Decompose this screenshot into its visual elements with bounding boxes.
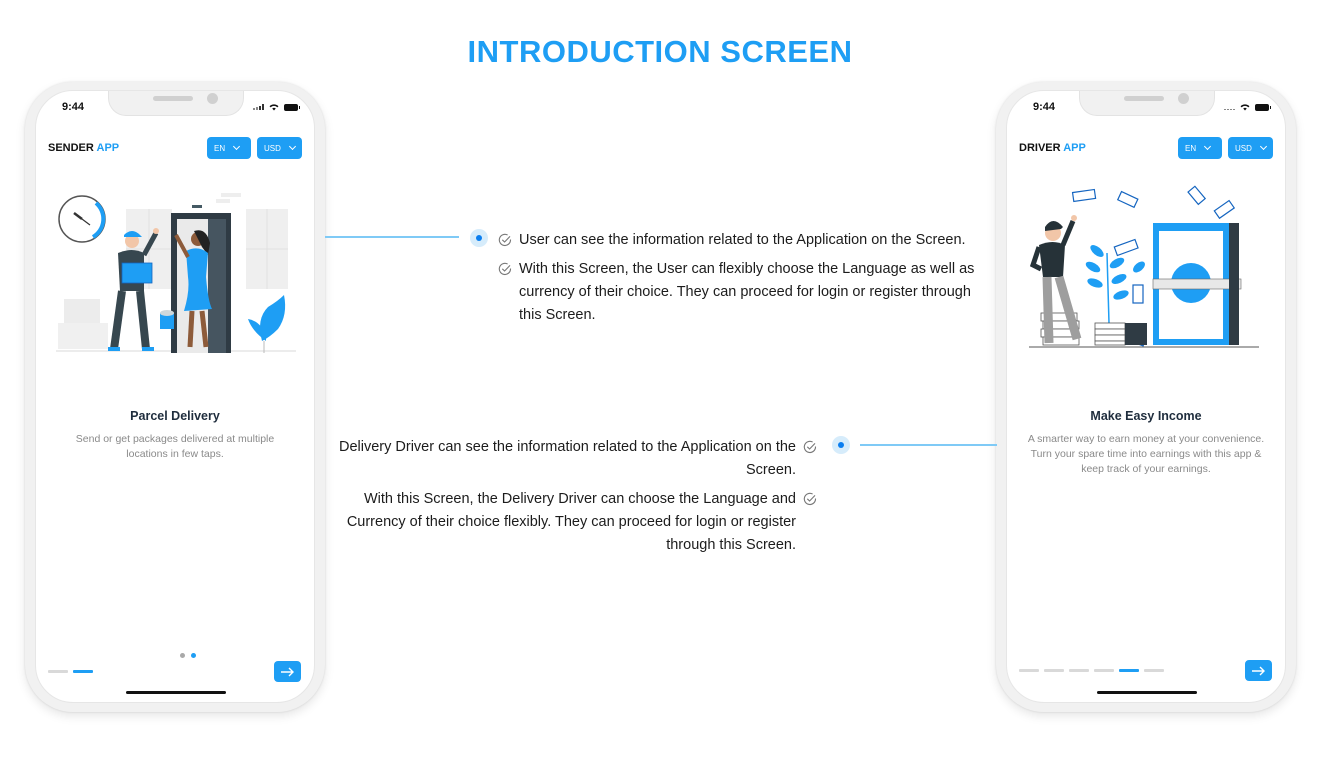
language-select[interactable]: EN (207, 137, 251, 159)
progress-segment (1094, 669, 1114, 672)
app-header: DRIVER APP EN USD (1019, 137, 1273, 161)
currency-select-value: USD (1235, 143, 1252, 153)
driver-phone-mockup: 9:44 DRIVER APP EN USD (996, 82, 1296, 712)
info-text: Delivery Driver can see the information … (339, 439, 796, 478)
check-circle-icon (803, 492, 817, 506)
app-name: DRIVER APP (1019, 142, 1086, 154)
speaker-icon (1124, 96, 1164, 101)
check-circle-icon (498, 262, 512, 276)
battery-icon (284, 103, 300, 111)
driver-phone-screen: 9:44 DRIVER APP EN USD (1006, 90, 1286, 703)
status-time: 9:44 (1033, 101, 1056, 113)
onboarding-progress (48, 670, 93, 673)
app-name-accent: APP (1063, 142, 1086, 154)
income-illustration (1029, 185, 1259, 348)
page-title: INTRODUCTION SCREEN (467, 34, 853, 69)
info-item: User can see the information related to … (498, 229, 988, 252)
speaker-icon (153, 96, 193, 101)
currency-select[interactable]: USD (257, 137, 302, 159)
progress-segment (1069, 669, 1089, 672)
language-select-value: EN (1185, 143, 1197, 153)
info-item: With this Screen, the User can flexibly … (498, 258, 988, 327)
app-name-primary: SENDER (48, 142, 94, 154)
camera-icon (207, 93, 218, 104)
phone-notch (108, 91, 244, 116)
app-header: SENDER APP EN USD (48, 137, 302, 161)
app-name-primary: DRIVER (1019, 142, 1061, 154)
chevron-down-icon (1204, 142, 1212, 151)
progress-segment-active (73, 670, 93, 673)
driver-connector-line (860, 444, 997, 446)
language-select-value: EN (214, 143, 226, 153)
wifi-icon (269, 104, 279, 111)
chevron-down-icon (1259, 142, 1267, 151)
language-select[interactable]: EN (1178, 137, 1222, 159)
chevron-down-icon (288, 142, 296, 151)
slide-description: Send or get packages delivered at multip… (75, 433, 275, 460)
info-text: With this Screen, the Delivery Driver ca… (346, 491, 796, 553)
progress-segment (48, 670, 68, 673)
phone-notch (1079, 91, 1215, 116)
slide-title: Parcel Delivery (130, 409, 220, 423)
app-name: SENDER APP (48, 142, 119, 154)
next-button[interactable] (274, 661, 301, 682)
check-circle-icon (803, 440, 817, 454)
signal-icon (1224, 104, 1235, 110)
selectors: EN USD (207, 137, 302, 159)
next-button[interactable] (1245, 660, 1272, 681)
slide-title: Make Easy Income (1090, 409, 1202, 423)
app-name-accent: APP (96, 142, 120, 154)
progress-segment (1144, 669, 1164, 672)
onboarding-progress (1019, 669, 1164, 672)
progress-segment-active (1119, 669, 1139, 672)
currency-select-value: USD (264, 143, 281, 153)
sender-phone-mockup: 9:44 SENDER APP EN USD (25, 82, 325, 712)
wifi-icon (1240, 104, 1250, 111)
sender-connector-node (470, 229, 488, 247)
sender-connector-line (325, 236, 459, 238)
slide-description: A smarter way to earn money at your conv… (1027, 433, 1265, 475)
delivery-illustration (56, 193, 296, 353)
status-time: 9:44 (62, 101, 85, 113)
driver-connector-node (832, 436, 850, 454)
arrow-right-icon (1252, 666, 1265, 675)
signal-icon (253, 104, 264, 110)
home-indicator (126, 691, 226, 694)
info-item: With this Screen, the Delivery Driver ca… (335, 488, 817, 557)
sender-phone-screen: 9:44 SENDER APP EN USD (35, 90, 315, 703)
page-dots (180, 653, 196, 658)
home-indicator (1097, 691, 1197, 694)
selectors: EN USD (1178, 137, 1273, 159)
arrow-right-icon (281, 667, 294, 676)
camera-icon (1178, 93, 1189, 104)
info-text: User can see the information related to … (519, 232, 966, 248)
sender-info-list: User can see the information related to … (498, 229, 988, 333)
page-dot-active[interactable] (191, 653, 196, 658)
chevron-down-icon (233, 142, 241, 151)
currency-select[interactable]: USD (1228, 137, 1273, 159)
page-dot[interactable] (180, 653, 185, 658)
status-icons (1224, 103, 1271, 111)
battery-icon (1255, 103, 1271, 111)
status-icons (253, 103, 300, 111)
progress-segment (1019, 669, 1039, 672)
info-text: With this Screen, the User can flexibly … (519, 261, 975, 323)
check-circle-icon (498, 233, 512, 247)
info-item: Delivery Driver can see the information … (335, 436, 817, 482)
progress-segment (1044, 669, 1064, 672)
driver-info-list: Delivery Driver can see the information … (335, 436, 817, 563)
